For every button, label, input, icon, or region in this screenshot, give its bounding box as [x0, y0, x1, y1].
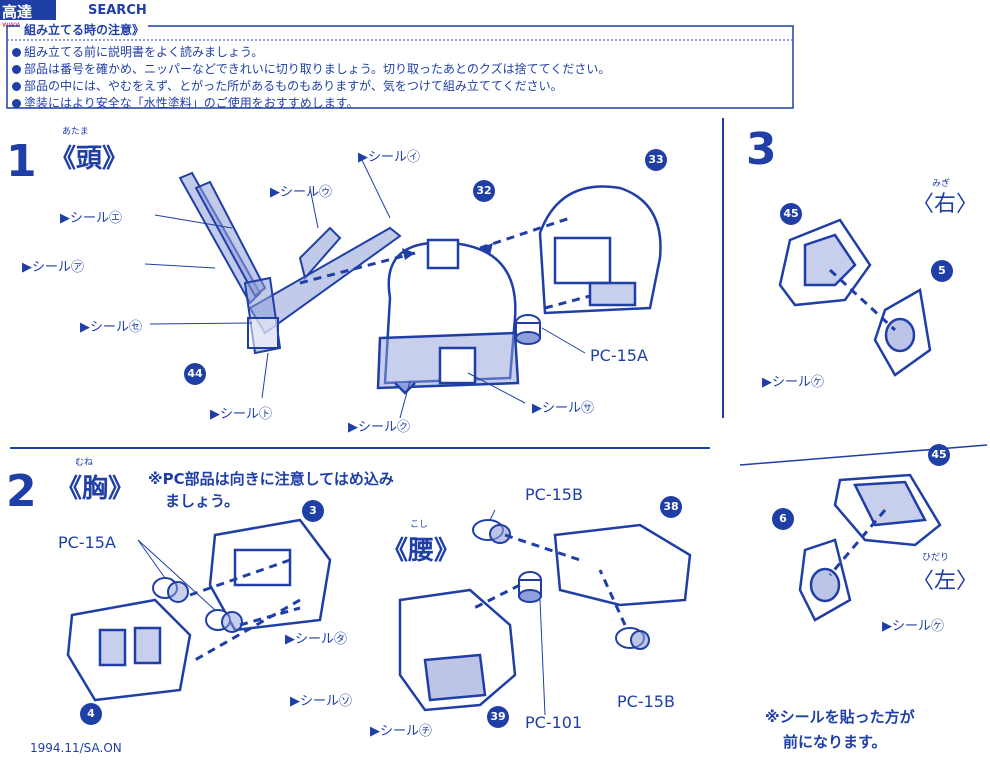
head-part — [376, 238, 520, 395]
waist-front-part — [398, 588, 517, 712]
pc-15a-part — [515, 314, 541, 345]
right-shoulder-armor — [778, 218, 872, 307]
left-shoulder-joint — [798, 538, 852, 622]
label-seal-ke-left: ▶シール㋘ — [882, 619, 944, 634]
step-3-left-ruby: ひだり — [922, 553, 950, 563]
bullet-icon — [12, 99, 21, 108]
chest-waist-assembly-illustration — [66, 509, 692, 716]
step-3-number: 3 — [746, 124, 777, 175]
notice-line-3: 部品の中には、やむをえず、とがった所があるものもありますが、気をつけて組み立てて… — [12, 77, 563, 94]
notice-line-4-text: 塗装にはより安全な「水性塗料」のご使用をおすすめします。 — [24, 96, 359, 110]
waist-title-ruby: こし — [410, 520, 429, 530]
notice-line-2: 部品は番号を確かめ、ニッパーなどできれいに切り取りましょう。切り取ったあとのクズ… — [12, 60, 610, 77]
callout-39: 39 — [487, 706, 509, 728]
divider-horizontal-left — [10, 447, 710, 449]
callout-45-right: 45 — [780, 203, 802, 225]
step-3-right-ruby: みぎ — [932, 179, 951, 189]
step-2-note-line-1: ※PC部品は向きに注意してはめ込み — [148, 470, 394, 488]
waist-title: 《腰》 — [382, 536, 461, 566]
callout-38: 38 — [660, 496, 682, 518]
pc-101-part — [518, 571, 542, 603]
shoulder-assembly-illustration — [778, 218, 942, 622]
label-seal-u: ▶シール㋒ — [270, 185, 332, 200]
step-1-title-ruby: あたま — [62, 127, 89, 137]
pc-15a-chest-parts — [152, 577, 243, 633]
callout-33: 33 — [645, 149, 667, 171]
callout-45-left: 45 — [928, 444, 950, 466]
notice-line-2-text: 部品は番号を確かめ、ニッパーなどできれいに切り取りましょう。切り取ったあとのクズ… — [24, 62, 611, 76]
label-seal-sa: ▶シール㋚ — [532, 401, 594, 416]
bullet-icon — [12, 65, 21, 74]
leader-lines — [144, 155, 586, 419]
notice-box: 組み立てる時の注意》 組み立てる前に説明書をよく読みましょう。 部品は番号を確か… — [6, 18, 796, 111]
head-assembly-illustration — [144, 155, 662, 419]
step-3-note-line-1: ※シールを貼った方が — [765, 708, 915, 726]
bullet-icon — [12, 82, 21, 91]
helmet-back-part — [538, 185, 662, 315]
label-seal-to: ▶シール㋣ — [210, 407, 272, 422]
notice-title: 組み立てる時の注意》 — [20, 21, 149, 38]
label-pc-15a-chest: PC-15A — [58, 533, 116, 552]
v-fin-antenna — [178, 171, 402, 355]
callout-6: 6 — [772, 508, 794, 530]
label-pc-101: PC-101 — [525, 713, 583, 732]
right-shoulder-joint — [873, 288, 932, 377]
step-3-note-line-2: 前になります。 — [783, 733, 887, 751]
notice-line-3-text: 部品の中には、やむをえず、とがった所があるものもありますが、気をつけて組み立てて… — [24, 79, 563, 93]
step-2-title-ruby: むね — [75, 458, 94, 468]
chest-leader-lines — [137, 509, 546, 716]
notice-line-1: 組み立てる前に説明書をよく読みましょう。 — [12, 43, 263, 60]
callout-44: 44 — [184, 363, 206, 385]
step-2-number: 2 — [6, 466, 37, 517]
callout-3: 3 — [302, 500, 324, 522]
notice-frame — [6, 25, 794, 109]
notice-line-4: 塗装にはより安全な「水性塗料」のご使用をおすすめします。 — [12, 94, 359, 111]
chest-upper-part — [208, 518, 332, 632]
label-seal-se: ▶シール㋝ — [80, 320, 142, 335]
step-2-title: 《胸》 — [56, 474, 135, 504]
footer-code: 1994.11/SA.ON — [30, 741, 122, 755]
label-seal-ta: ▶シール㋟ — [285, 632, 347, 647]
label-pc-15b-top: PC-15B — [525, 485, 583, 504]
bullet-icon — [12, 48, 21, 57]
label-seal-e: ▶シール㋓ — [60, 211, 122, 226]
label-seal-ke-right: ▶シール㋘ — [762, 375, 824, 390]
right-shoulder-arrow — [828, 268, 897, 332]
callout-5: 5 — [931, 260, 953, 282]
label-seal-a: ▶シール㋐ — [22, 260, 84, 275]
step-3-right-title: 〈右〉 — [912, 192, 979, 217]
watermark-logo-graphic — [0, 0, 56, 20]
assembly-arrows — [299, 216, 591, 310]
chest-assembly-arrows — [189, 533, 627, 662]
waist-back-part — [553, 523, 692, 607]
watermark-search-text: SEARCH — [88, 3, 147, 18]
chest-lower-part — [66, 598, 192, 702]
label-seal-so: ▶シール㋞ — [290, 694, 352, 709]
callout-32: 32 — [473, 180, 495, 202]
label-pc-15a-head: PC-15A — [590, 346, 648, 365]
callout-4: 4 — [80, 703, 102, 725]
step-1-number: 1 — [6, 136, 37, 187]
divider-vertical-top — [722, 118, 724, 418]
notice-line-1-text: 組み立てる前に説明書をよく読みましょう。 — [24, 45, 264, 59]
label-seal-ku: ▶シール㋗ — [348, 420, 410, 435]
label-pc-15b-bottom: PC-15B — [617, 692, 675, 711]
pc-15b-parts — [472, 519, 650, 650]
step-3-left-title: 〈左〉 — [912, 569, 979, 594]
watermark-logo-text: 高達 — [2, 3, 33, 21]
arrow-heads — [402, 243, 493, 260]
left-shoulder-armor — [833, 473, 942, 547]
label-seal-i: ▶シール㋑ — [358, 150, 420, 165]
label-seal-chi: ▶シール㋠ — [370, 724, 432, 739]
step-2-note-line-2: ましょう。 — [165, 492, 240, 510]
step-1-title: 《頭》 — [50, 144, 129, 174]
left-shoulder-arrow — [828, 509, 887, 576]
